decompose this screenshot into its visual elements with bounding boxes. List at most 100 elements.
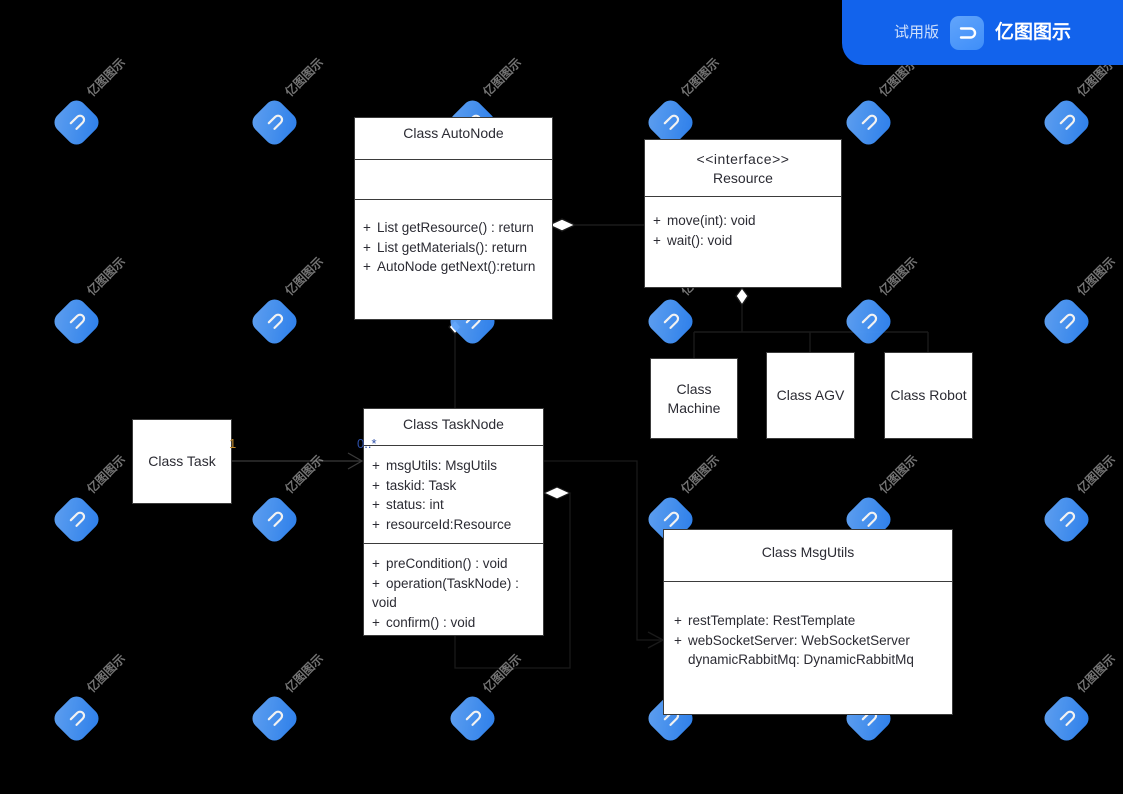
watermark: 亿图图示	[248, 452, 348, 557]
watermark: 亿图图示	[248, 651, 348, 756]
method-label: preCondition() : void	[386, 556, 508, 571]
edraw-watermark-icon	[842, 295, 895, 348]
tasknode-title-section: Class TaskNode	[364, 409, 543, 445]
visibility-sign: +	[372, 497, 380, 512]
watermark: 亿图图示	[446, 651, 546, 756]
visibility-sign: +	[363, 220, 371, 235]
method-label: List getResource() : return	[377, 220, 534, 235]
watermark: 亿图图示	[50, 651, 150, 756]
edraw-watermark-icon	[248, 295, 301, 348]
class-box-msgutils[interactable]: Class MsgUtils + restTemplate: RestTempla…	[663, 529, 953, 715]
autonode-title-section: Class AutoNode	[355, 118, 552, 159]
class-box-agv[interactable]: Class AGV	[766, 352, 855, 439]
attribute-row: + restTemplate: RestTemplate	[674, 611, 944, 631]
attribute-label: restTemplate: RestTemplate	[688, 613, 856, 628]
class-title: Resource	[713, 170, 773, 186]
visibility-sign: +	[363, 239, 371, 255]
edraw-watermark-icon	[1040, 96, 1093, 149]
method-row: + List getResource() : return	[363, 218, 544, 238]
class-title: Class Robot	[890, 387, 967, 403]
visibility-sign: +	[674, 613, 682, 628]
class-title: Class Task	[148, 453, 216, 469]
attribute-row: +resourceId:Resource	[372, 515, 535, 535]
link-task-tasknode	[232, 452, 364, 470]
edraw-watermark-icon	[50, 692, 103, 745]
attribute-row: dynamicRabbitMq: DynamicRabbitMq	[674, 650, 944, 670]
method-row: +move(int): void	[653, 211, 833, 231]
watermark-text: 亿图图示	[282, 55, 327, 100]
method-row: +operation(TaskNode) : void	[372, 574, 535, 613]
method-label: confirm() : void	[386, 614, 476, 630]
watermark-text: 亿图图示	[84, 254, 129, 299]
watermark-text: 亿图图示	[1074, 452, 1119, 497]
method-row: +wait(): void	[653, 231, 833, 251]
edraw-watermark-icon	[446, 692, 499, 745]
attribute-row: + status: int	[372, 495, 535, 515]
visibility-sign: +	[372, 575, 380, 591]
brand-label: 亿图图示	[995, 21, 1072, 43]
attribute-label: webSocketServer: WebSocketServer	[688, 632, 910, 648]
watermark: 亿图图示	[1040, 452, 1123, 557]
watermark-text: 亿图图示	[1074, 651, 1119, 696]
watermark-text: 亿图图示	[84, 55, 129, 100]
visibility-sign: +	[372, 477, 380, 493]
class-title: Class AGV	[776, 387, 845, 403]
watermark: 亿图图示	[1040, 55, 1123, 160]
watermark: 亿图图示	[248, 55, 348, 160]
method-label: AutoNode getNext():return	[377, 259, 536, 274]
tasknode-methods-section: + preCondition() : void +operation(TaskNo…	[364, 543, 543, 637]
class-title: Class MsgUtils	[761, 544, 855, 560]
class-title-line1: Class	[676, 380, 712, 397]
class-box-tasknode[interactable]: Class TaskNode +msgUtils: MsgUtils +task…	[363, 408, 544, 636]
watermark: 亿图图示	[248, 254, 348, 359]
method-row: + List getMaterials(): return	[363, 238, 544, 258]
multiplicity-tasknode-side: 0..*	[357, 436, 377, 451]
visibility-sign: +	[372, 458, 380, 473]
method-row: + confirm() : void	[372, 613, 535, 633]
watermark: 亿图图示	[50, 55, 150, 160]
watermark-text: 亿图图示	[1074, 254, 1119, 299]
watermark-text: 亿图图示	[678, 55, 723, 100]
class-box-task[interactable]: Class Task	[132, 419, 232, 504]
method-row: +AutoNode getNext():return	[363, 257, 544, 277]
attribute-label: msgUtils: MsgUtils	[386, 458, 498, 473]
watermark-text: 亿图图示	[876, 452, 921, 497]
link-autonode-tasknode	[448, 318, 462, 408]
watermark: 亿图图示	[842, 254, 942, 359]
attribute-label: dynamicRabbitMq: DynamicRabbitMq	[688, 652, 914, 667]
edraw-watermark-icon	[248, 692, 301, 745]
msgutils-title-section: Class MsgUtils	[664, 530, 952, 581]
visibility-sign: +	[372, 556, 380, 571]
watermark-text: 亿图图示	[84, 651, 129, 696]
edraw-logo-icon	[950, 15, 984, 50]
class-box-machine[interactable]: Class Machine	[650, 358, 738, 439]
tasknode-attributes-section: +msgUtils: MsgUtils +taskid: Task +statu…	[364, 445, 543, 543]
class-box-autonode[interactable]: Class AutoNode + List getResource() : ret…	[354, 117, 553, 320]
trial-label: 试用版	[893, 23, 939, 41]
watermark-text: 亿图图示	[678, 452, 723, 497]
autonode-attributes-section	[355, 159, 552, 199]
class-box-resource[interactable]: <<interface>> Resource +move(int): void …	[644, 139, 842, 288]
visibility-sign: +	[372, 614, 380, 630]
visibility-sign: +	[653, 232, 661, 248]
attribute-label: status: int	[386, 497, 444, 512]
edraw-watermark-icon	[248, 493, 301, 546]
class-box-robot[interactable]: Class Robot	[884, 352, 973, 439]
watermark: 亿图图示	[50, 254, 150, 359]
edraw-watermark-icon	[842, 96, 895, 149]
method-label: move(int): void	[667, 213, 756, 228]
edraw-watermark-icon	[1040, 493, 1093, 546]
watermark-text: 亿图图示	[282, 651, 327, 696]
trial-badge[interactable]: 试用版 亿图图示	[842, 0, 1123, 65]
watermark-text: 亿图图示	[480, 651, 525, 696]
link-resource-subclasses	[693, 286, 929, 358]
edraw-watermark-icon	[50, 493, 103, 546]
edraw-watermark-icon	[644, 295, 697, 348]
watermark-text: 亿图图示	[282, 452, 327, 497]
link-autonode-resource	[547, 218, 644, 232]
method-label: List getMaterials(): return	[377, 239, 528, 255]
attribute-row: + webSocketServer: WebSocketServer	[674, 631, 944, 651]
visibility-sign: +	[674, 632, 682, 648]
edraw-watermark-icon	[50, 96, 103, 149]
attribute-label: resourceId:Resource	[386, 516, 512, 532]
